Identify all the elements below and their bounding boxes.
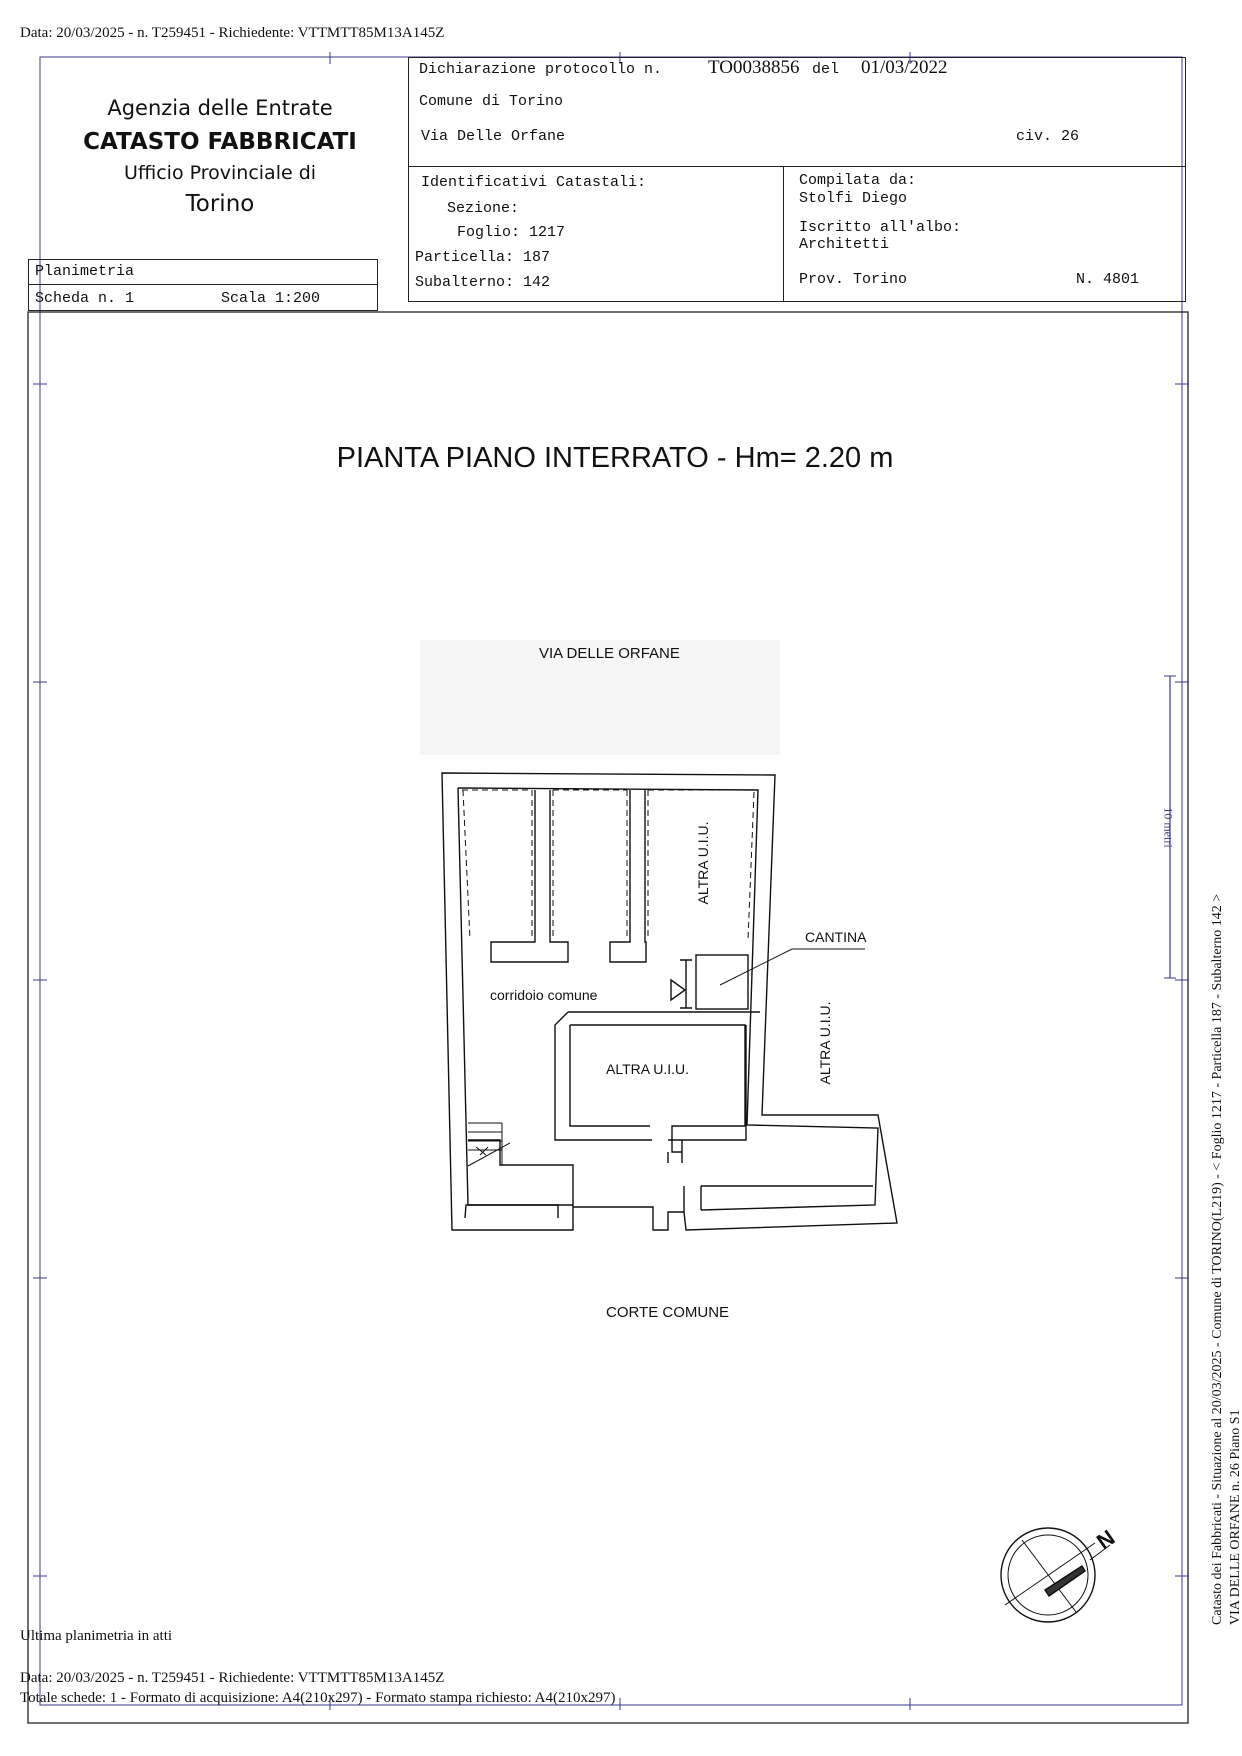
cantina-label: CANTINA — [805, 929, 867, 945]
scale-mark-label: 10 metri — [1161, 807, 1176, 848]
footer-data-line: Data: 20/03/2025 - n. T259451 - Richiede… — [20, 1670, 445, 1686]
declaration-date: 01/03/2022 — [861, 57, 948, 78]
sheet-scala: Scala 1:200 — [221, 290, 321, 307]
identifiers-foglio: Foglio: 1217 — [457, 224, 566, 241]
side-address-line: VIA DELLE ORFANE n. 26 Piano S1 — [1228, 1409, 1242, 1625]
side-situation-line: Catasto dei Fabbricati - Situazione al 2… — [1210, 893, 1225, 1625]
via: Via Delle Orfane — [421, 128, 566, 145]
comune: Comune di Torino — [419, 93, 564, 110]
agency-office: Ufficio Provinciale di — [123, 162, 317, 184]
sheet-scheda: Scheda n. 1 — [35, 290, 135, 307]
plan-title: PIANTA PIANO INTERRATO - Hm= 2.20 m — [336, 442, 894, 474]
scheda-box — [28, 284, 378, 311]
agency-city: Torino — [185, 191, 255, 217]
sheet-type: Planimetria — [35, 263, 135, 280]
header-request-line: Data: 20/03/2025 - n. T259451 - Richiede… — [20, 25, 445, 41]
declaration-del: del — [812, 61, 840, 78]
compiler-prov: Prov. Torino — [799, 271, 908, 288]
street-label-top: VIA DELLE ORFANE — [539, 645, 680, 662]
compiler-number: N. 4801 — [1076, 271, 1140, 288]
compiler-name: Stolfi Diego — [799, 190, 908, 207]
identifiers-title: Identificativi Catastali: — [421, 174, 647, 191]
identifiers-particella: Particella: 187 — [415, 249, 551, 266]
identifiers-sezione: Sezione: — [447, 200, 520, 217]
corridoio-label: corridoio comune — [490, 987, 598, 1003]
compiler-label: Compilata da: — [799, 172, 917, 189]
agency-catasto: CATASTO FABBRICATI — [83, 129, 357, 155]
compiler-box — [783, 166, 1186, 302]
declaration-label: Dichiarazione protocollo n. — [419, 61, 663, 78]
albo-label: Iscritto all'albo: — [799, 219, 962, 236]
civico: civ. 26 — [1016, 128, 1080, 145]
declaration-number: TO0038856 — [708, 57, 800, 78]
footer-ultima: Ultima planimetria in atti — [20, 1628, 173, 1644]
agency-name: Agenzia delle Entrate — [107, 96, 333, 120]
footer-totale-line: Totale schede: 1 - Formato di acquisizio… — [20, 1690, 616, 1706]
albo-value: Architetti — [799, 236, 890, 253]
identifiers-subalterno: Subalterno: 142 — [415, 274, 551, 291]
corte-label: CORTE COMUNE — [606, 1304, 730, 1321]
altra-uiu-label-center: ALTRA U.I.U. — [606, 1061, 689, 1077]
